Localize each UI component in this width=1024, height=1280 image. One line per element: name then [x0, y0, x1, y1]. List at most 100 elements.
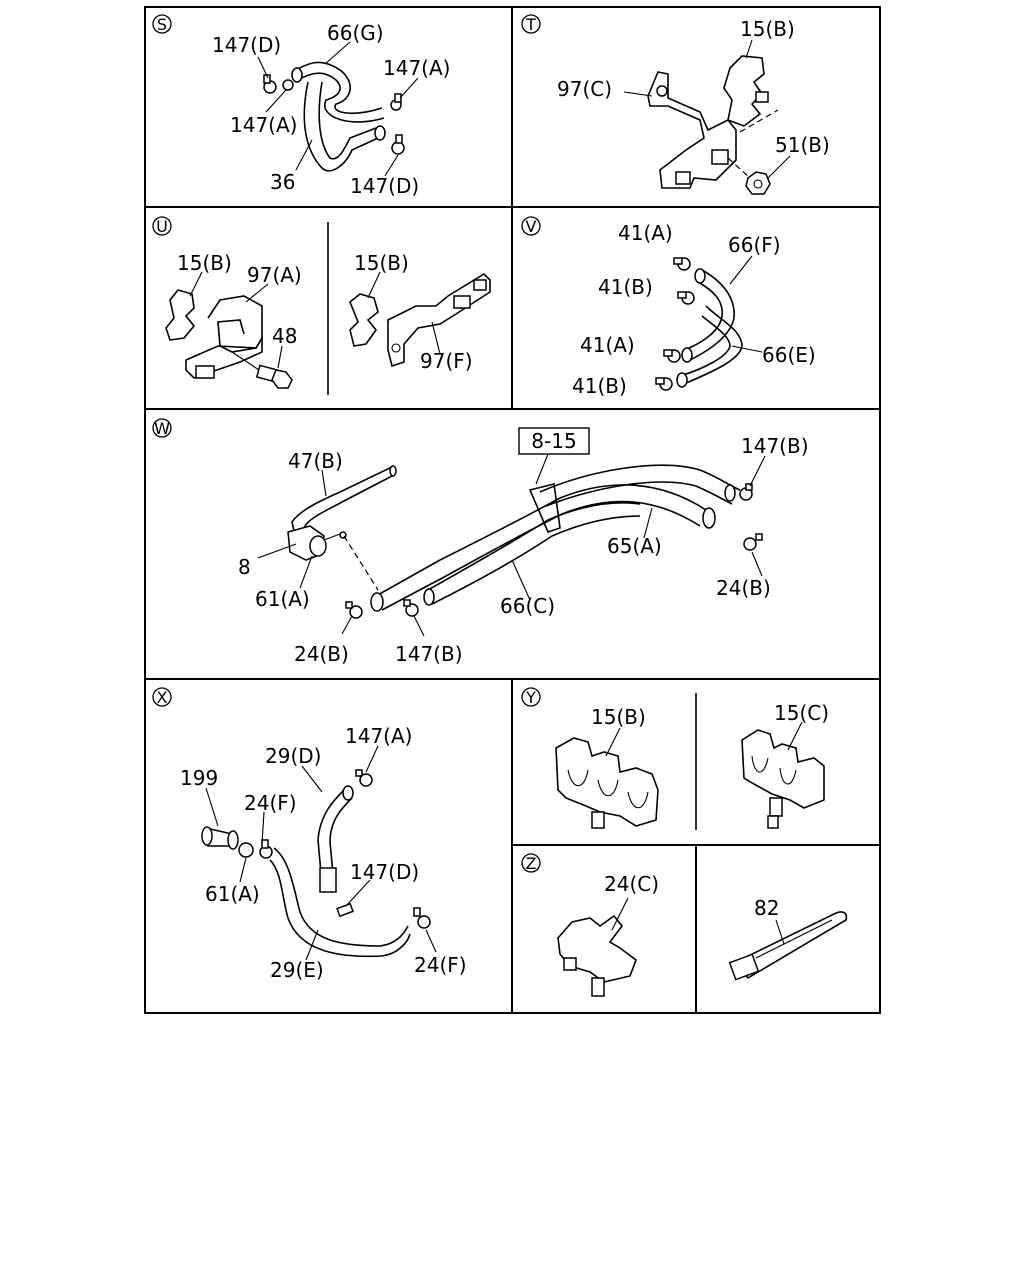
label-65a: 65(A)	[607, 534, 662, 558]
label-48: 48	[272, 324, 297, 348]
hose-66f	[681, 268, 735, 363]
clip-15b-y	[555, 737, 659, 829]
clamp-41a-bottom	[663, 349, 681, 363]
hose-29e	[269, 847, 411, 958]
bracket-97c	[647, 71, 737, 189]
svg-text:V: V	[526, 217, 537, 236]
panel-v-marker: V	[521, 216, 541, 236]
label-66f: 66(F)	[728, 233, 781, 257]
clamp-147b-left	[403, 599, 419, 617]
panel-t: T 15(B) 97(C) 51(B)	[521, 14, 830, 195]
svg-text:X: X	[157, 688, 168, 707]
label-66c: 66(C)	[500, 594, 555, 618]
label-41b-b: 41(B)	[572, 374, 627, 398]
label-147b-b: 147(B)	[395, 642, 463, 666]
panel-s: S 147(D) 66(G) 147(A) 147(A)	[152, 14, 450, 198]
svg-text:U: U	[156, 217, 168, 236]
panel-w: W 8-15	[152, 418, 809, 666]
label-147d-a: 147(D)	[212, 33, 281, 57]
label-15c-y: 15(C)	[774, 701, 829, 725]
label-97a: 97(A)	[247, 263, 302, 287]
clamp-41b-bottom	[655, 377, 673, 391]
panel-u: U 15(B) 97(A) 48 15(	[152, 216, 491, 389]
panel-u-marker: U	[152, 216, 172, 236]
label-24f-a: 24(F)	[244, 791, 297, 815]
clamp-147d-bottom	[391, 134, 405, 155]
clamp-41b-top	[677, 291, 695, 305]
svg-text:T: T	[525, 15, 536, 34]
label-41a-a: 41(A)	[618, 221, 673, 245]
clip-24c	[557, 914, 637, 997]
label-47b: 47(B)	[288, 449, 343, 473]
label-15b-t: 15(B)	[740, 17, 795, 41]
label-ref-8-15: 8-15	[531, 429, 576, 453]
label-24b-a: 24(B)	[716, 576, 771, 600]
panel-v: V 41(A) 66(F) 41(B) 41(A) 66	[521, 216, 816, 398]
clamp-147b-right	[739, 483, 753, 501]
label-199: 199	[180, 766, 218, 790]
clamp-24b-right	[743, 533, 763, 551]
label-66e: 66(E)	[762, 343, 816, 367]
clamp-147d-top	[263, 74, 294, 94]
label-15b-y: 15(B)	[591, 705, 646, 729]
hose-clamp-band	[528, 483, 561, 533]
label-147a-b: 147(A)	[230, 113, 297, 137]
label-61a-x: 61(A)	[205, 882, 260, 906]
svg-text:Y: Y	[525, 688, 536, 707]
label-97c: 97(C)	[557, 77, 612, 101]
label-24f-b: 24(F)	[414, 953, 467, 977]
nut-51b	[745, 171, 771, 195]
panel-z-marker: Z	[521, 853, 541, 873]
clip-15c-y	[741, 729, 825, 829]
panel-x: X	[152, 687, 467, 982]
bracket-97f	[387, 272, 491, 368]
clamp-24b-left	[345, 601, 363, 619]
label-29e: 29(E)	[270, 958, 324, 982]
clip-15b-t	[723, 55, 769, 127]
label-147b-a: 147(B)	[741, 434, 809, 458]
hose-29d	[317, 785, 354, 918]
label-15b-u2: 15(B)	[354, 251, 409, 275]
panel-x-marker: X	[152, 687, 172, 707]
clip-15b-u2	[349, 293, 379, 347]
panel-t-marker: T	[521, 14, 541, 34]
label-147d-x: 147(D)	[350, 860, 419, 884]
clamp-61a-x	[238, 842, 254, 858]
clamp-147a-right	[390, 93, 402, 111]
bolt-48	[231, 351, 293, 389]
clamp-41a-top	[673, 257, 691, 271]
label-51b: 51(B)	[775, 133, 830, 157]
svg-text:W: W	[154, 419, 170, 438]
clamp-24f-upper	[259, 839, 273, 859]
panel-s-marker: S	[152, 14, 172, 34]
hose-66e	[676, 305, 743, 388]
label-147d-b: 147(D)	[350, 174, 419, 198]
label-36: 36	[270, 170, 295, 194]
clip-15b-u1	[165, 289, 196, 341]
label-24c: 24(C)	[604, 872, 659, 896]
reference-box: 8-15	[518, 427, 590, 485]
hose-66c	[423, 501, 641, 606]
label-147a-x: 147(A)	[345, 724, 412, 748]
label-15b-u1: 15(B)	[177, 251, 232, 275]
label-66g: 66(G)	[327, 21, 384, 45]
hose-36	[303, 81, 386, 172]
hose-65a	[370, 484, 716, 612]
hose-66g	[291, 61, 385, 123]
label-29d: 29(D)	[265, 744, 321, 768]
cable-tie-82	[728, 911, 848, 981]
label-8: 8	[238, 555, 251, 579]
fitting-8	[287, 525, 347, 561]
label-61a-w: 61(A)	[255, 587, 310, 611]
hose-147b-upper	[539, 464, 741, 507]
label-147a-a: 147(A)	[383, 56, 450, 80]
svg-text:S: S	[157, 15, 167, 34]
panel-w-marker: W	[152, 418, 172, 438]
panel-frame	[144, 6, 881, 1014]
svg-text:Z: Z	[526, 854, 537, 873]
panel-z: Z 24(C) 82	[521, 853, 848, 997]
bracket-97a	[185, 295, 263, 379]
panel-y: Y 15(B) 15(C)	[521, 687, 829, 829]
label-97f: 97(F)	[420, 349, 473, 373]
